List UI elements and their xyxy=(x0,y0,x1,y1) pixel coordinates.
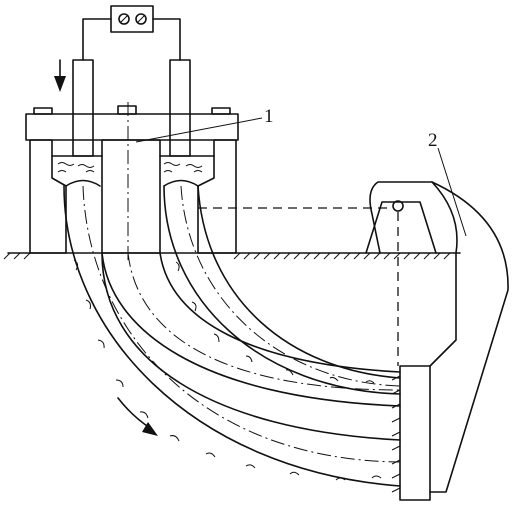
callout-label-1: 1 xyxy=(264,106,274,127)
crucible-wall-right xyxy=(197,139,237,254)
bottom-plate xyxy=(391,365,431,501)
callout-label-2: 2 xyxy=(428,130,438,151)
ground-line xyxy=(3,252,461,260)
crucible-wall-left xyxy=(29,139,67,254)
molten-bath-right xyxy=(159,155,215,187)
strand-centerlines xyxy=(82,185,401,463)
withdrawal-direction-arrow xyxy=(117,397,158,436)
callout-1: 1 xyxy=(135,106,274,143)
molten-bath-left xyxy=(51,155,103,187)
power-supply-box xyxy=(110,5,154,33)
swing-arm xyxy=(365,181,509,493)
supply-wires xyxy=(82,18,181,61)
crucible-center-divider xyxy=(101,102,161,260)
curved-strand-inner xyxy=(163,185,401,395)
curved-strand-outer xyxy=(63,185,401,487)
pivot-reference-lines xyxy=(198,207,399,366)
curved-strand-middle xyxy=(101,252,401,407)
callout-2: 2 xyxy=(428,130,467,237)
top-cover-plate xyxy=(25,105,239,141)
feed-direction-arrow xyxy=(54,59,66,92)
